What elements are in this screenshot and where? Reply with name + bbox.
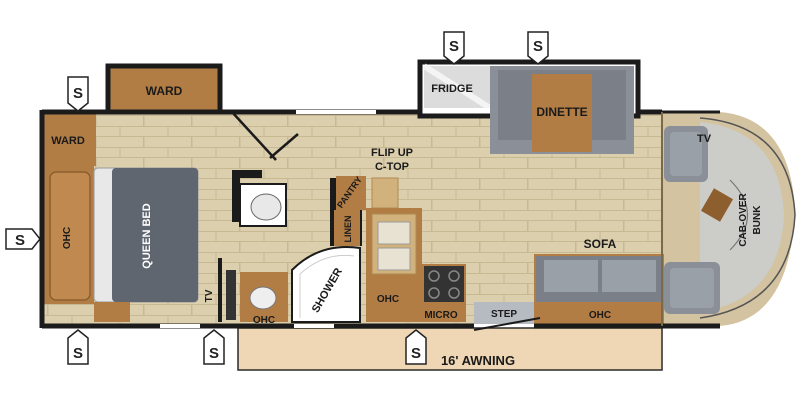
bathroom: OHC TV SHOWER LINEN PANTRY — [204, 111, 366, 326]
slide-marker-bath-bottom: S — [203, 329, 225, 365]
cab-seats: TV CAB-OVER BUNK — [664, 126, 763, 314]
awning: 16' AWNING — [237, 327, 663, 371]
slide-marker-rear: S — [5, 228, 41, 250]
slide-marker-label: S — [533, 38, 543, 55]
walls — [39, 109, 720, 329]
step-label: STEP — [491, 309, 517, 320]
bedroom: OHC QUEEN BED — [44, 166, 199, 322]
fridge-label: FRIDGE — [431, 83, 473, 95]
flip-up-line2: C-TOP — [375, 161, 409, 173]
cab-over-line2: BUNK — [752, 205, 763, 235]
slide-marker-fridge: S — [443, 31, 465, 65]
sofa: SOFA OHC — [534, 237, 664, 324]
linen-label: LINEN — [343, 216, 353, 243]
entry-door-line — [473, 317, 541, 331]
ohc-kitchen-label: OHC — [377, 294, 399, 305]
slide-marker-label: S — [449, 38, 459, 55]
dinette-label: DINETTE — [536, 105, 587, 119]
wardrobe-left: WARD — [42, 114, 96, 166]
ward-left-label: WARD — [51, 135, 85, 147]
sofa-label: SOFA — [584, 237, 617, 251]
slide-marker-ward: S — [67, 76, 89, 112]
ward-top-label: WARD — [146, 84, 183, 98]
tv-cab-label: TV — [697, 133, 712, 145]
kitchen: FLIP UP C-TOP OHC MICRO STEP — [366, 147, 534, 324]
ohc-sofa-label: OHC — [589, 310, 611, 321]
queen-bed-label: QUEEN BED — [141, 203, 153, 268]
tv-bed-label: TV — [204, 289, 215, 302]
slide-marker-label: S — [411, 345, 421, 362]
cab-over-line1: CAB-OVER — [738, 193, 749, 247]
fridge-dinette-slide: FRIDGE DINETTE — [417, 59, 641, 154]
awning-label: 16' AWNING — [441, 353, 515, 368]
slide-marker-label: S — [73, 345, 83, 362]
ohc-bed-label: OHC — [62, 227, 73, 249]
slide-marker-label: S — [209, 345, 219, 362]
wardrobe-top: WARD — [105, 63, 223, 115]
slide-marker-label: S — [73, 85, 83, 102]
flip-up-line1: FLIP UP — [371, 147, 413, 159]
slide-marker-dinette: S — [527, 31, 549, 65]
slide-marker-kitchen-bottom: S — [405, 329, 427, 365]
slide-marker-bed-bottom: S — [67, 329, 89, 365]
ohc-bath-label: OHC — [253, 315, 275, 326]
micro-label: MICRO — [424, 310, 458, 321]
slide-marker-label: S — [15, 232, 25, 249]
